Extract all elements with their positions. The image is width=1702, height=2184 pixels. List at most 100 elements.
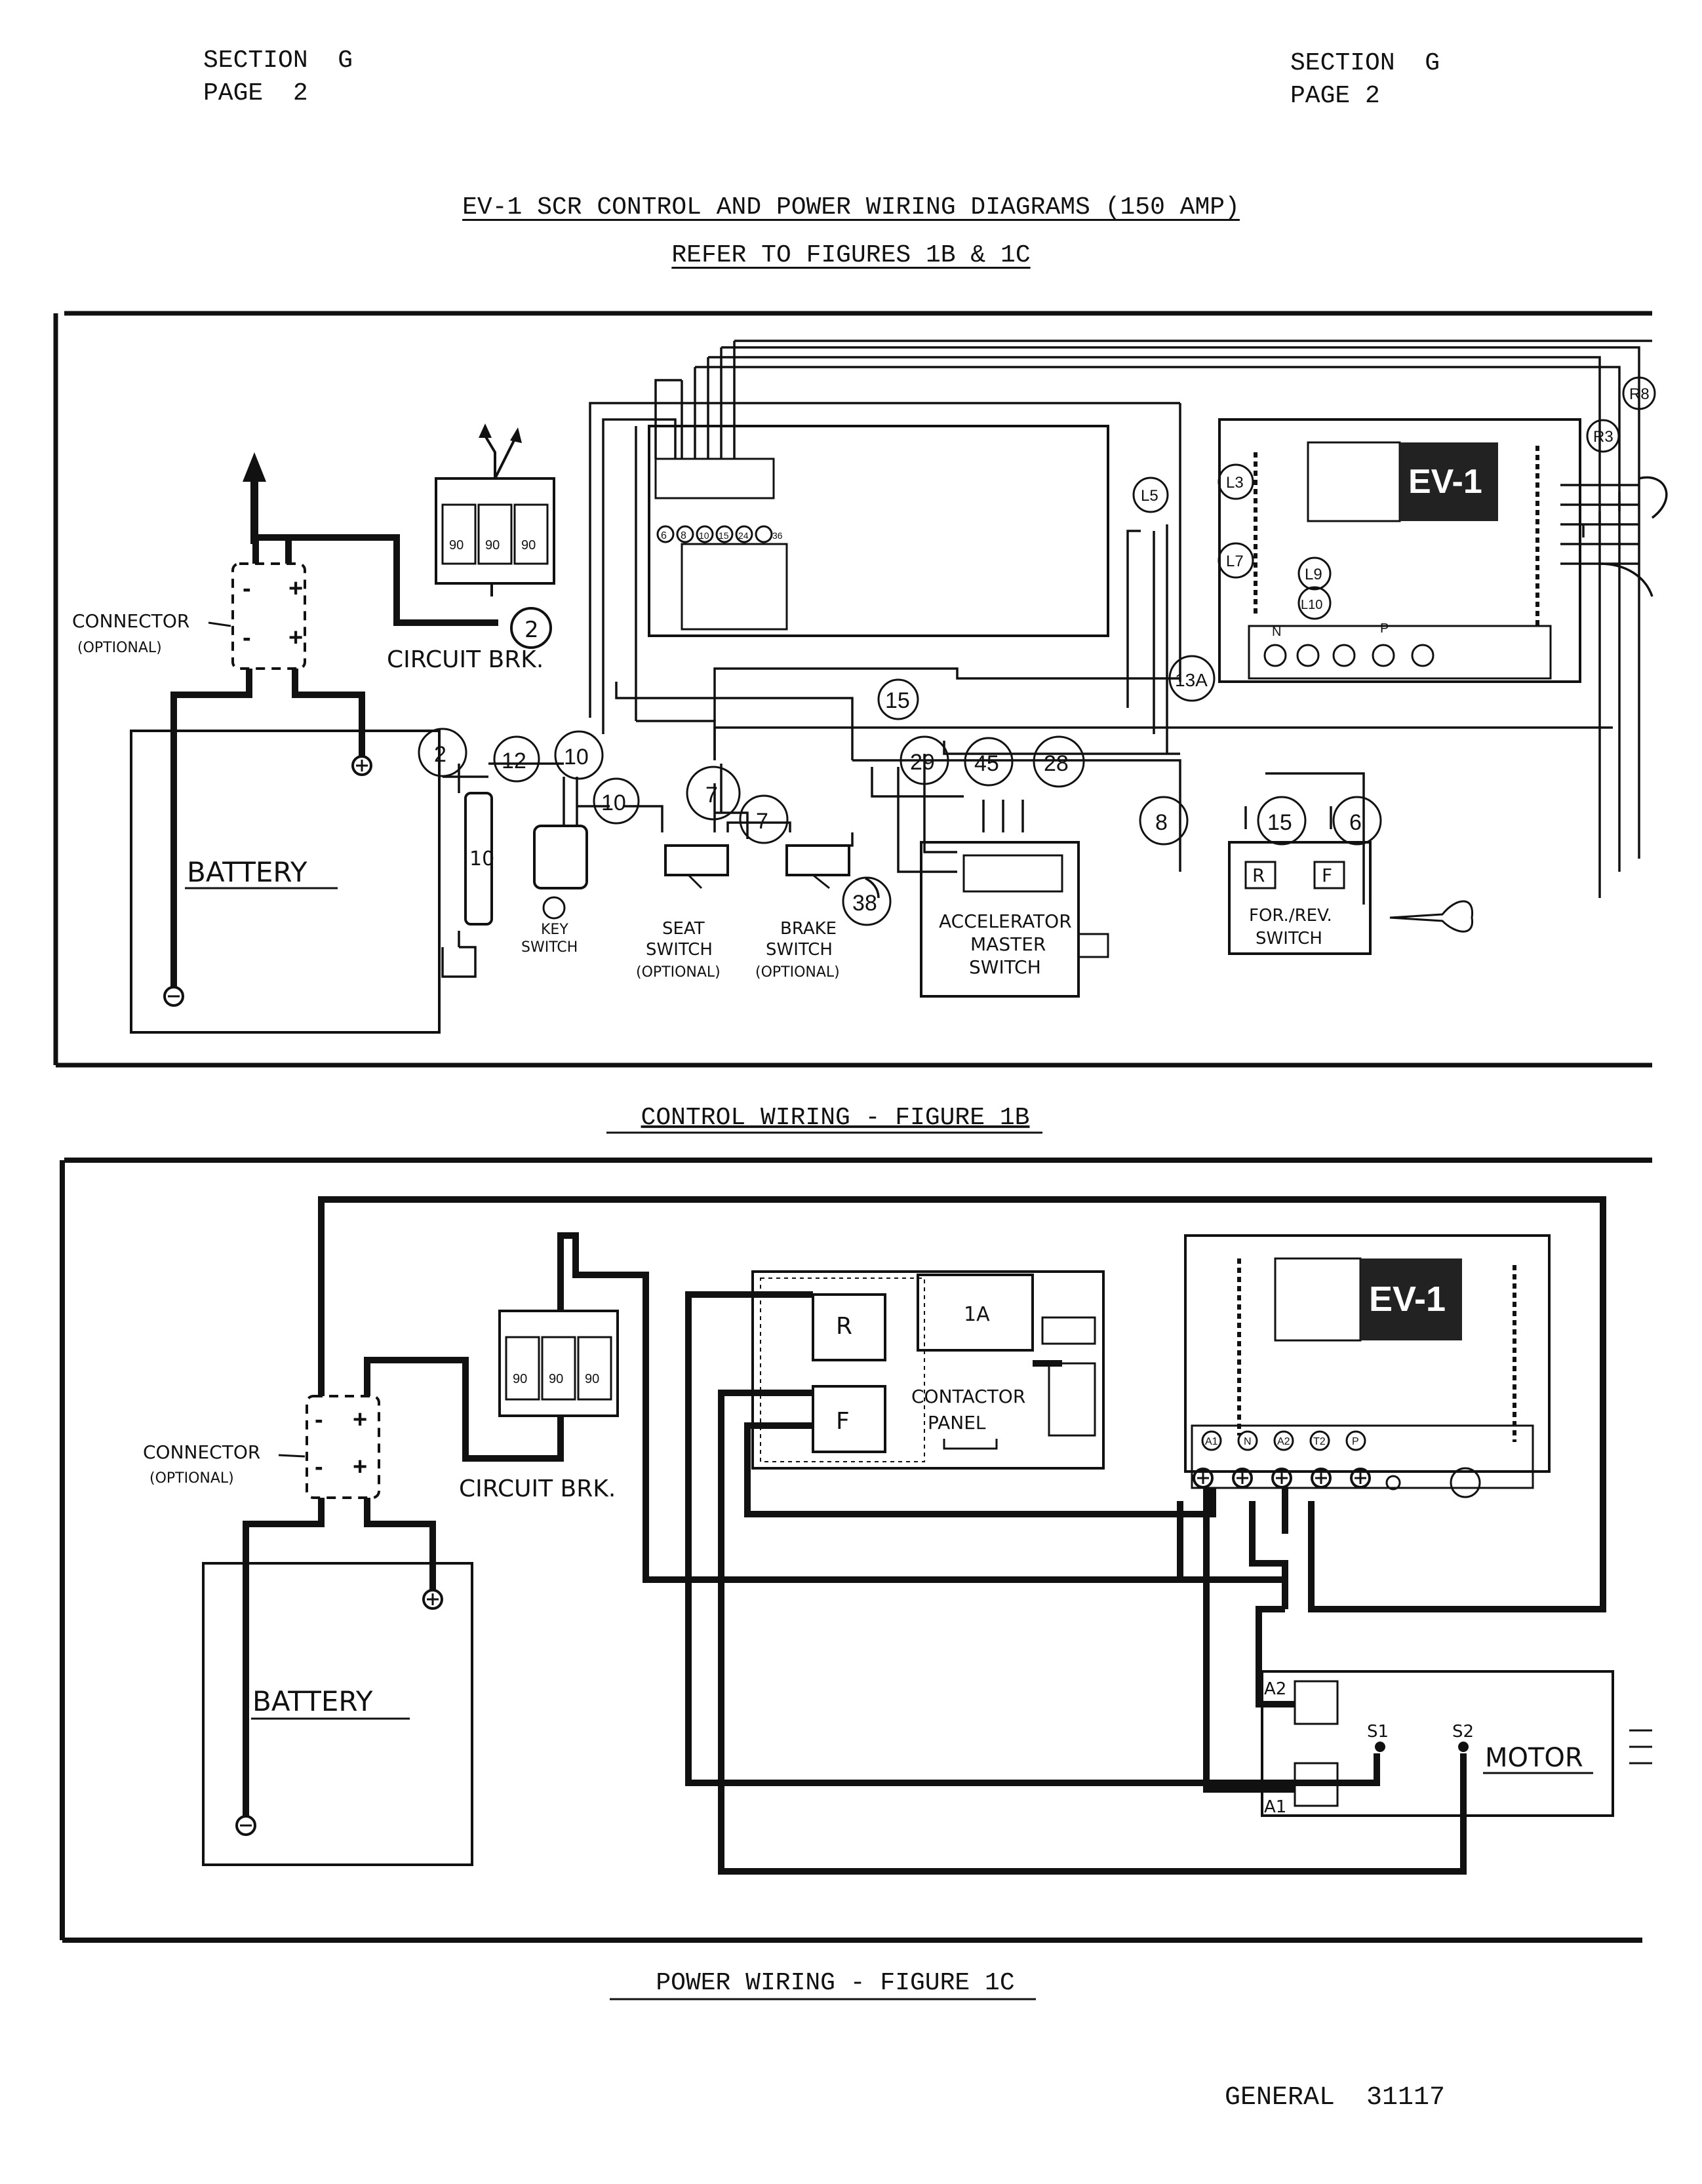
page-label: PAGE 2 (203, 79, 308, 107)
svg-text:90: 90 (449, 538, 464, 553)
svg-text:A1: A1 (1264, 1797, 1286, 1817)
wire-number: 15 (1267, 810, 1292, 835)
svg-text:10: 10 (469, 848, 494, 870)
svg-text:(OPTIONAL): (OPTIONAL) (755, 964, 840, 981)
terminal-strip: 6 8 10 15 24 36 (656, 525, 783, 543)
battery-positive-terminal (351, 755, 372, 776)
svg-text:+: + (288, 575, 303, 602)
contactor-panel-1b (648, 425, 1109, 637)
motor: A2 A1 S1 S2 MOTOR (1261, 1670, 1652, 1817)
svg-text:MOTOR: MOTOR (1485, 1743, 1583, 1773)
svg-text:R: R (836, 1313, 852, 1340)
svg-text:1A: 1A (964, 1303, 990, 1326)
svg-text:10: 10 (699, 530, 709, 541)
wire-number: 29 (910, 750, 935, 775)
svg-text:-: - (315, 1406, 323, 1433)
svg-text:ACCELERATOR: ACCELERATOR (939, 910, 1072, 932)
svg-text:L3: L3 (1226, 474, 1244, 492)
svg-text:90: 90 (549, 1372, 563, 1386)
svg-text:BRAKE: BRAKE (780, 919, 837, 939)
wire-number: 7 (705, 783, 718, 808)
connector-1b (231, 562, 306, 670)
wire-number: 28 (1044, 751, 1069, 776)
svg-text:F: F (836, 1408, 850, 1435)
svg-text:N: N (1272, 625, 1281, 639)
figure-1b-caption: CONTROL WIRING - FIGURE 1B (641, 1104, 1030, 1132)
ev1-controller-1b: EV-1 N P (1218, 418, 1581, 683)
svg-text:SEAT: SEAT (662, 919, 705, 939)
svg-text:A2: A2 (1264, 1679, 1286, 1699)
svg-text:SWITCH: SWITCH (521, 939, 578, 956)
battery-negative-terminal (163, 986, 184, 1007)
circuit-breaker-label: CIRCUIT BRK. (459, 1475, 616, 1502)
svg-text:PANEL: PANEL (928, 1412, 986, 1433)
battery-positive-terminal (422, 1589, 443, 1610)
svg-text:36: 36 (772, 530, 783, 541)
page-subtitle: REFER TO FIGURES 1B & 1C (671, 241, 1031, 269)
wire-number: 2 (524, 617, 539, 643)
svg-text:F: F (1322, 865, 1332, 886)
connector-label: CONNECTOR (143, 1441, 260, 1463)
wire-number: 8 (1155, 810, 1168, 835)
fuse: 10 (464, 792, 494, 926)
svg-text:T2: T2 (1313, 1436, 1326, 1447)
wire-number: 7 (756, 809, 768, 834)
section-label: SECTION G (1290, 49, 1440, 77)
svg-text:-: - (315, 1453, 323, 1481)
svg-text:SWITCH: SWITCH (766, 940, 833, 960)
svg-text:24: 24 (738, 530, 749, 541)
contactor-panel-1c: R F 1A CONTACTOR PANEL (751, 1270, 1105, 1470)
svg-text:L9: L9 (1305, 566, 1322, 583)
page-title: EV-1 SCR CONTROL AND POWER WIRING DIAGRA… (462, 193, 1240, 222)
svg-text:L10: L10 (1301, 598, 1322, 612)
connector-note: (OPTIONAL) (149, 1470, 234, 1487)
circuit-breaker-1b: 90 90 90 (435, 423, 555, 596)
svg-text:S2: S2 (1452, 1722, 1474, 1742)
wire-number: 6 (1349, 810, 1362, 835)
wire-number: 10 (601, 790, 626, 815)
accelerator-master-switch: ACCELERATOR MASTER SWITCH (920, 841, 1109, 998)
section-label: SECTION G (203, 47, 353, 75)
wire-number: 45 (974, 751, 999, 776)
figure-1c-power-wiring: BATTERY + + - - CONNECTOR (OPTIONAL) 90 … (60, 1158, 1652, 1943)
circuit-breaker-label: CIRCUIT BRK. (387, 646, 544, 673)
svg-text:KEY: KEY (541, 922, 568, 938)
svg-text:FOR./REV.: FOR./REV. (1249, 906, 1332, 926)
svg-text:-: - (243, 624, 251, 652)
svg-text:90: 90 (485, 538, 500, 553)
svg-text:MASTER: MASTER (970, 933, 1046, 955)
svg-text:R: R (1252, 865, 1265, 886)
svg-text:+: + (353, 1453, 367, 1481)
wire-number: 2 (434, 742, 446, 767)
battery-label: BATTERY (187, 856, 307, 888)
connector-label: CONNECTOR (72, 610, 189, 632)
figure-1b-control-wiring: BATTERY + + - - CONNECTOR (OPTIONAL) 90 … (53, 311, 1668, 1068)
svg-text:A2: A2 (1277, 1436, 1290, 1447)
svg-text:90: 90 (521, 538, 536, 553)
battery-negative-terminal (235, 1815, 256, 1836)
seat-switch: SEAT SWITCH (OPTIONAL) (636, 844, 729, 981)
page-label: PAGE 2 (1290, 82, 1380, 110)
svg-text:N: N (1244, 1436, 1252, 1447)
connector-1c (306, 1395, 380, 1499)
brake-switch: BRAKE SWITCH (OPTIONAL) (755, 844, 850, 981)
document-number: GENERAL 31117 (1225, 2083, 1446, 2113)
svg-text:-: - (243, 575, 251, 602)
ev1-controller-1c: EV-1 A1 N A2 T2 P (1184, 1234, 1551, 1498)
forward-reverse-switch: R F FOR./REV. SWITCH (1228, 841, 1473, 955)
svg-text:S1: S1 (1367, 1722, 1389, 1742)
key-switch: KEY SWITCH (521, 825, 588, 956)
svg-text:6: 6 (661, 530, 667, 541)
svg-text:15: 15 (719, 530, 729, 541)
wire-number: 15 (885, 688, 910, 713)
svg-text:L7: L7 (1226, 553, 1244, 570)
header-right: SECTION G PAGE 2 (1290, 47, 1440, 113)
svg-text:+: + (353, 1406, 367, 1433)
controller-brand: EV-1 (1369, 1279, 1446, 1319)
controller-brand: EV-1 (1408, 463, 1482, 501)
wire-number: 38 (852, 891, 877, 916)
svg-text:CONTACTOR: CONTACTOR (911, 1386, 1025, 1407)
svg-text:8: 8 (681, 530, 686, 541)
svg-text:SWITCH: SWITCH (646, 940, 713, 960)
